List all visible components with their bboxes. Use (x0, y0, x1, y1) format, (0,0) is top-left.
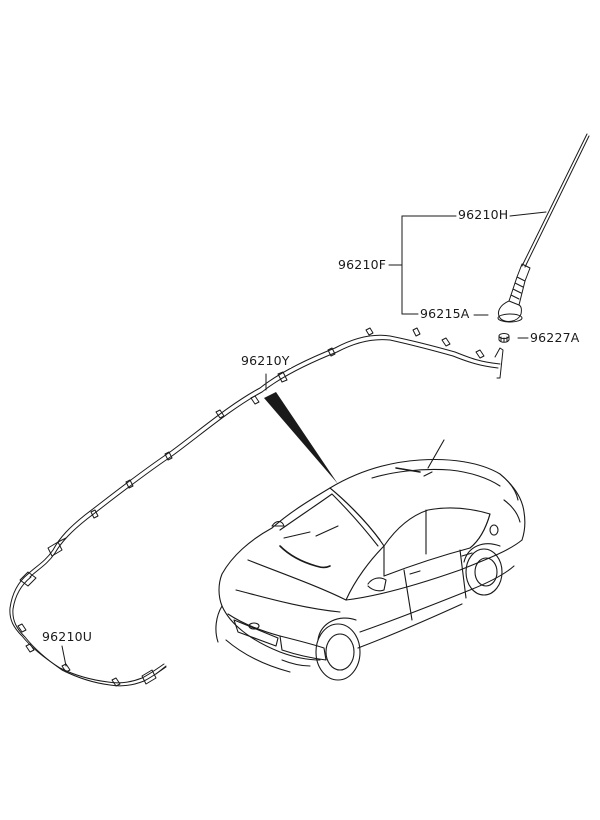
part-label-96210F: 96210F (337, 257, 388, 272)
lower-cable-illustration (9, 571, 167, 687)
part-label-96215A: 96215A (419, 306, 471, 321)
part-label-96210U: 96210U (41, 629, 94, 644)
part-label-96210Y: 96210Y (240, 353, 291, 368)
part-label-96210H: 96210H (457, 207, 510, 222)
roof-cable-illustration (27, 327, 504, 578)
part-label-96227A: 96227A (529, 330, 581, 345)
antenna-mast-illustration (497, 133, 590, 323)
nut-illustration (498, 333, 510, 343)
assembly-bracket (388, 211, 547, 339)
car-illustration (215, 439, 526, 681)
location-arrow (264, 392, 338, 484)
